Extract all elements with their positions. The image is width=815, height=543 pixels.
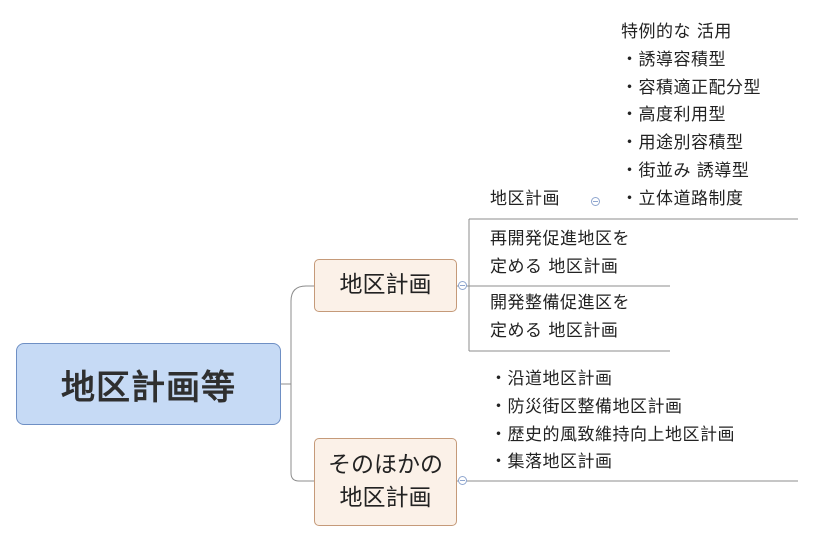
special-use-item: ・高度利用型: [621, 105, 726, 126]
branch-other-line-1: そのほかの: [328, 451, 443, 478]
special-use-item: ・街並み 誘導型: [621, 160, 750, 181]
special-uses-title: 特例的な 活用: [621, 22, 732, 42]
redevelopment-line-1: 再開発促進地区を: [490, 229, 630, 249]
redevelopment-promotion-topic[interactable]: 再開発促進地区を 定める 地区計画: [490, 226, 630, 282]
development-promotion-topic[interactable]: 開発整備促進区を 定める 地区計画: [490, 290, 630, 346]
special-use-item: ・用途別容積型: [621, 133, 744, 154]
root-node[interactable]: 地区計画等: [16, 343, 281, 425]
collapse-toggle-icon[interactable]: [458, 281, 467, 290]
branch-other-district-plans[interactable]: そのほかの 地区計画: [314, 438, 457, 526]
special-use-item: ・容積適正配分型: [621, 77, 761, 98]
district-plan-topic[interactable]: 地区計画: [490, 186, 560, 214]
other-plan-item: ・集落地区計画: [490, 452, 613, 473]
other-plan-item: ・歴史的風致維持向上地区計画: [490, 424, 735, 445]
development-line-2: 定める 地区計画: [490, 320, 619, 341]
collapse-toggle-icon[interactable]: [591, 197, 600, 206]
other-plan-item: ・防災街区整備地区計画: [490, 396, 683, 417]
root-connector: [281, 285, 314, 482]
other-plans-list[interactable]: ・沿道地区計画 ・防災街区整備地区計画 ・歴史的風致維持向上地区計画 ・集落地区…: [490, 366, 735, 477]
branch-district-plan[interactable]: 地区計画: [314, 259, 457, 312]
special-uses-list[interactable]: 特例的な 活用 ・誘導容積型 ・容積適正配分型 ・高度利用型 ・用途別容積型 ・…: [621, 19, 761, 214]
branch-other-line-2: 地区計画: [339, 485, 432, 511]
district-plan-topic-label: 地区計画: [490, 189, 560, 209]
special-use-item: ・立体道路制度: [621, 188, 744, 209]
other-plan-item: ・沿道地区計画: [490, 369, 613, 389]
special-use-item: ・誘導容積型: [621, 49, 726, 70]
root-label: 地区計画等: [61, 367, 236, 408]
collapse-toggle-icon[interactable]: [458, 476, 467, 485]
branch-district-plan-label: 地区計画: [339, 271, 432, 298]
redevelopment-line-2: 定める 地区計画: [490, 256, 619, 277]
development-line-1: 開発整備促進区を: [490, 293, 630, 313]
